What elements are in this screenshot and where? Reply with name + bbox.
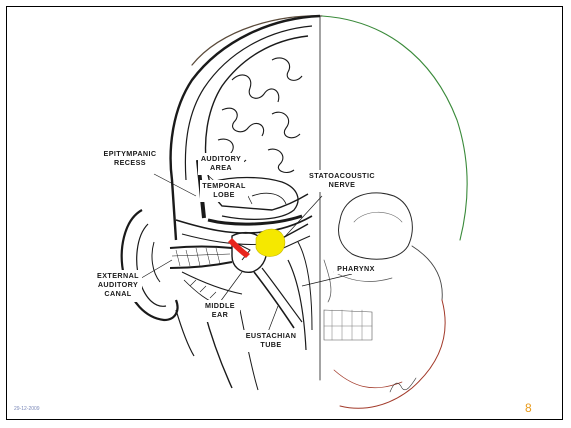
cochlea-highlight bbox=[256, 229, 285, 256]
label-temporal-lobe-line1: TEMPORAL bbox=[202, 181, 246, 190]
label-statoacoustic-nerve-line2: NERVE bbox=[329, 180, 356, 189]
label-external-auditory-canal-line1: EXTERNAL bbox=[97, 271, 139, 280]
label-middle-ear-line2: EAR bbox=[212, 310, 229, 319]
label-epitympanic-recess-line1: EPITYMPANIC bbox=[104, 149, 157, 158]
figure-labels: EPITYMPANIC RECESS AUDITORY AREA TEMPORA… bbox=[94, 148, 378, 352]
page-number: 8 bbox=[525, 401, 532, 415]
head-section bbox=[122, 16, 352, 390]
label-external-auditory-canal-line3: CANAL bbox=[104, 289, 131, 298]
label-middle-ear-line1: MIDDLE bbox=[205, 301, 235, 310]
label-eustachian-tube-line1: EUSTACHIAN bbox=[246, 331, 297, 340]
ear-anatomy-illustration: EPITYMPANIC RECESS AUDITORY AREA TEMPORA… bbox=[72, 10, 492, 415]
label-auditory-area-line2: AREA bbox=[210, 163, 232, 172]
label-external-auditory-canal-line2: AUDITORY bbox=[98, 280, 138, 289]
label-statoacoustic-nerve-line1: STATOACOUSTIC bbox=[309, 171, 375, 180]
label-temporal-lobe-line2: LOBE bbox=[213, 190, 235, 199]
label-epitympanic-recess-line2: RECESS bbox=[114, 158, 146, 167]
label-auditory-area-line1: AUDITORY bbox=[201, 154, 241, 163]
label-pharynx: PHARYNX bbox=[337, 264, 375, 273]
label-eustachian-tube-line2: TUBE bbox=[260, 340, 281, 349]
footer-date: 29-12-2009 bbox=[14, 406, 40, 412]
skull-outline bbox=[192, 16, 467, 408]
